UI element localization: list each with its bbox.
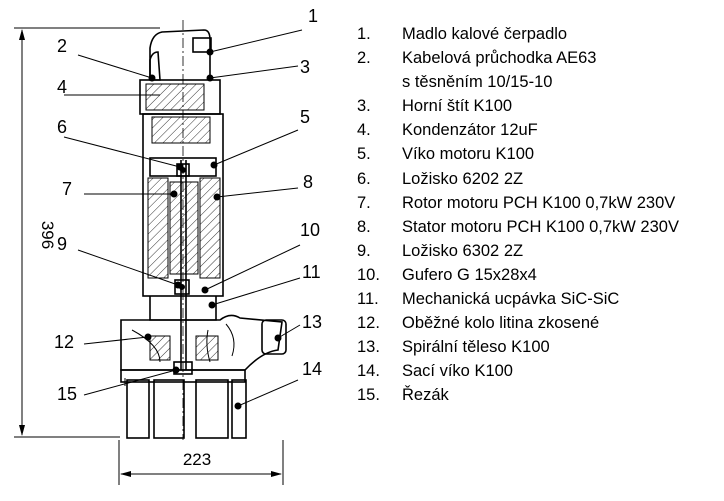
callout-10: 10 — [300, 220, 320, 240]
bearing-lower — [174, 279, 190, 295]
parts-legend: 1. Madlo kalové čerpadlo 2. Kabelová průch… — [357, 22, 722, 408]
legend-number: 14. — [357, 362, 380, 381]
callout-2: 2 — [57, 36, 67, 56]
outlet-flange — [261, 319, 287, 355]
callout-13: 13 — [302, 312, 322, 332]
callout-14: 14 — [302, 359, 322, 379]
pump-body — [120, 20, 287, 440]
legend-text: Kabelová průchodka AE63 — [402, 49, 597, 68]
callout-12: 12 — [54, 332, 74, 352]
leader-lines — [63, 29, 303, 410]
legend-item-15: 15. Řezák — [357, 383, 722, 407]
handle — [149, 29, 211, 80]
stator — [147, 177, 169, 279]
height-dimension: 396 — [14, 27, 160, 438]
legend-text: Rotor motoru PCH K100 0,7kW 230V — [402, 193, 676, 212]
legend-item-12: 12. Oběžné kolo litina zkosené — [357, 311, 722, 335]
legend-text: Víko motoru K100 — [402, 145, 535, 164]
legend-number: 15. — [357, 386, 380, 405]
legend-text: Horní štít K100 — [402, 97, 513, 116]
legend-text: Řezák — [402, 386, 449, 405]
legend-text: Oběžné kolo litina zkosené — [402, 314, 600, 333]
legend-item-9: 9. Ložisko 6302 2Z — [357, 239, 722, 263]
legend-number: 1. — [357, 25, 371, 43]
legend-item-5: 5. Víko motoru K100 — [357, 142, 722, 166]
legend-item-10: 10. Gufero G 15x28x4 — [357, 263, 722, 287]
legend-item-8: 8. Stator motoru PCH K100 0,7kW 230V — [357, 215, 722, 239]
width-dimension: 223 — [118, 440, 284, 485]
callout-6: 6 — [57, 117, 67, 137]
suction-cover — [120, 369, 246, 383]
legend-number: 9. — [357, 241, 371, 260]
legend-number: 5. — [357, 145, 371, 164]
legend-item-4: 4. Kondenzátor 12uF — [357, 118, 722, 142]
impeller — [149, 335, 171, 361]
legend-item-6: 6. Ložisko 6202 2Z — [357, 167, 722, 191]
legend-item-13: 13. Spirální těleso K100 — [357, 335, 722, 359]
legend-item-7: 7. Rotor motoru PCH K100 0,7kW 230V — [357, 191, 722, 215]
callout-8: 8 — [303, 172, 313, 192]
callout-9: 9 — [57, 234, 67, 254]
legend-item-14: 14. Sací víko K100 — [357, 359, 722, 383]
width-dimension-label: 223 — [183, 450, 211, 469]
legend-number: 7. — [357, 193, 371, 212]
cable-gland — [149, 51, 161, 81]
callout-1: 1 — [308, 6, 318, 26]
legend-text: Stator motoru PCH K100 0,7kW 230V — [402, 217, 679, 236]
callout-3: 3 — [300, 57, 310, 77]
callout-4: 4 — [57, 77, 67, 97]
callout-7: 7 — [62, 179, 72, 199]
legend-item-11: 11. Mechanická ucpávka SiC-SiC — [357, 287, 722, 311]
legend-item-1: 1. Madlo kalové čerpadlo — [357, 22, 722, 46]
legend-number: 12. — [357, 314, 380, 333]
legend-number: 10. — [357, 265, 380, 284]
legend-text: Spirální těleso K100 — [402, 338, 550, 357]
capacitor — [151, 116, 211, 144]
legend-number: 4. — [357, 121, 371, 140]
height-dimension-label: 396 — [38, 221, 57, 249]
callout-numbers: 1 2 3 4 5 6 7 8 9 10 11 12 13 14 15 — [54, 6, 322, 404]
legend-text: Ložisko 6202 2Z — [402, 169, 524, 188]
legend-item-3: 3. Horní štít K100 — [357, 94, 722, 118]
legend-number: 2. — [357, 49, 371, 68]
legend-number: 3. — [357, 97, 371, 116]
legend-item-2: 2. Kabelová průchodka AE63 — [357, 46, 722, 70]
legend-text: Madlo kalové čerpadlo — [402, 25, 568, 43]
legend-text: Kondenzátor 12uF — [402, 121, 538, 140]
legend-number: 13. — [357, 338, 380, 357]
legend-text: Sací víko K100 — [402, 362, 513, 381]
callout-5: 5 — [300, 107, 310, 127]
legend-text: Mechanická ucpávka SiC-SiC — [402, 290, 620, 309]
legend-number: 11. — [357, 290, 379, 309]
callout-11: 11 — [302, 262, 321, 282]
legend-item-2-continuation: s těsněním 10/15-10 — [402, 73, 553, 92]
legend-number: 8. — [357, 217, 371, 236]
legend-number: 6. — [357, 169, 371, 188]
callout-15: 15 — [57, 384, 77, 404]
legend-text: Ložisko 6302 2Z — [402, 241, 524, 260]
legend-text: Gufero G 15x28x4 — [402, 265, 537, 284]
